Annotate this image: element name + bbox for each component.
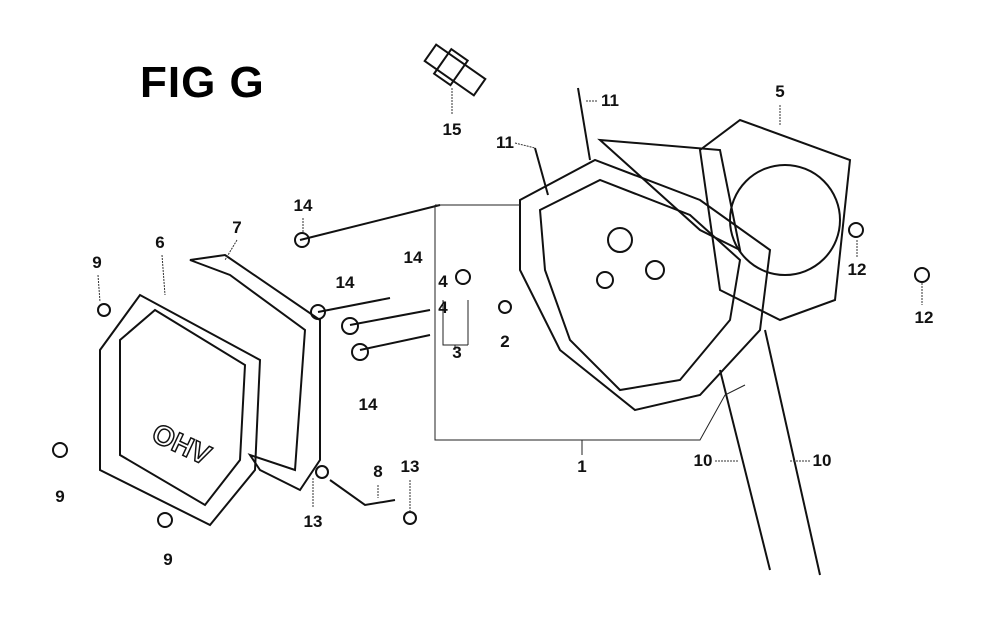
callout-2: 2 [500,332,510,351]
breather-tube [329,479,396,507]
stud [577,87,591,161]
bolts [294,204,441,361]
callout-14: 14 [403,248,423,267]
callout-3: 3 [452,343,462,362]
cover-gasket [189,253,321,492]
callout-4: 4 [438,272,448,291]
callout-12: 12 [847,260,867,279]
callout-9: 9 [92,253,102,272]
callout-1: 1 [577,457,587,476]
valve [719,369,771,571]
valve [764,329,821,576]
callout-11: 11 [601,91,619,110]
cylinder-head [519,138,772,412]
clamp [403,511,417,525]
callout-14: 14 [335,273,355,292]
head-gasket [698,118,852,322]
callout-9: 9 [55,487,65,506]
figure-title: FIG G [140,58,265,107]
cap [914,267,930,283]
callout-10: 10 [812,451,832,470]
cover-lettering: OHV [147,417,215,471]
screw [52,442,68,458]
callout-6: 6 [155,233,165,252]
callout-7: 7 [232,218,242,237]
callout-12: 12 [914,308,934,327]
callout-9: 9 [163,550,173,569]
callout-13: 13 [303,512,323,531]
screw [97,303,111,317]
valve-cover: OHV [99,293,262,527]
cap [848,222,864,238]
dowel-pin [498,300,512,314]
callout-14: 14 [293,196,313,215]
callout-4: 4 [438,298,448,317]
spark-plug [423,43,487,97]
callout-8: 8 [373,462,383,481]
callout-10: 10 [693,451,713,470]
callout-13: 13 [400,457,420,476]
callout-11: 11 [496,133,514,152]
callout-15: 15 [442,120,462,139]
callout-5: 5 [775,82,785,101]
callout-14: 14 [358,395,378,414]
clamp [315,465,329,479]
dowel-pin [455,269,471,285]
screw [157,512,173,528]
